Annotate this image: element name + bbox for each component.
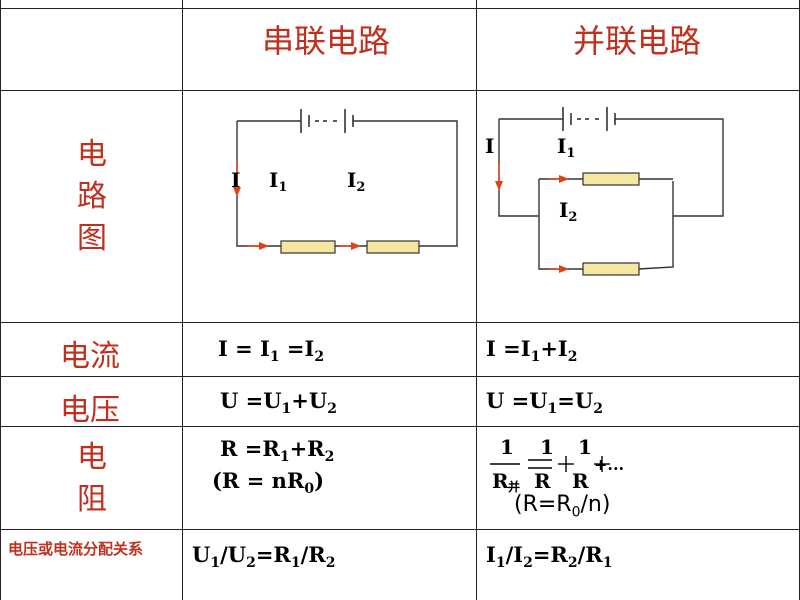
denominator-sub: 并 <box>508 479 520 494</box>
parallel-resistor-2 <box>582 262 640 276</box>
ellipsis: +... <box>594 455 624 474</box>
arrow-right-icon <box>351 242 361 250</box>
parallel-battery-icon <box>562 107 616 131</box>
series-resistor-1 <box>280 240 336 254</box>
parallel-label-I: I <box>485 134 494 158</box>
parallel-label-I2: I2 <box>559 198 577 225</box>
arrow-down-icon <box>233 187 241 197</box>
current-label: 电流 <box>60 339 120 374</box>
row-divider <box>0 529 800 530</box>
series-battery-icon <box>300 109 354 133</box>
fraction-bars <box>490 456 610 472</box>
row-divider <box>0 90 800 91</box>
numerator: 1 <box>540 435 554 459</box>
arrow-right-icon <box>559 175 569 183</box>
label-char: 电 <box>77 440 107 475</box>
column-divider <box>476 0 477 600</box>
distribution-label: 电压或电流分配关系 <box>8 540 144 558</box>
column-divider <box>182 0 183 600</box>
denominator: R <box>492 469 509 493</box>
series-distribution-formula: U1/U2=R1/R2 <box>192 542 336 572</box>
series-label-I2: I2 <box>347 168 365 195</box>
parallel-wires <box>498 118 724 270</box>
resistance-label: 电 阻 <box>70 437 114 521</box>
series-current-arrows <box>233 161 361 250</box>
series-circuit-diagram: I I1 I2 <box>231 109 458 254</box>
label-char: 阻 <box>77 482 107 517</box>
parallel-current-formula: I =I1+I2 <box>486 336 578 366</box>
arrow-right-icon <box>559 265 569 273</box>
parallel-circuit-diagram: I I1 I2 <box>485 107 724 276</box>
parallel-resistance-note: (R=R0/n) <box>514 492 611 521</box>
label-char: 路 <box>77 179 107 214</box>
numerator: 1 <box>500 435 514 459</box>
series-label-I1: I1 <box>269 168 287 195</box>
voltage-label: 电压 <box>60 393 120 428</box>
row-divider <box>0 376 800 377</box>
parallel-distribution-formula: I1/I2=R2/R1 <box>486 542 613 572</box>
parallel-circuit-header: 并联电路 <box>573 22 702 60</box>
parallel-label-I1: I1 <box>557 134 575 161</box>
denominator: R <box>534 469 551 493</box>
arrow-right-icon <box>259 242 269 250</box>
numerator: 1 <box>578 435 592 459</box>
label-char: 图 <box>77 221 107 256</box>
parallel-resistance-formula: 1 1 1 R 并 R R +... <box>490 435 624 494</box>
series-circuit-header: 串联电路 <box>262 22 391 60</box>
arrow-down-icon <box>495 181 503 191</box>
label-char: 电 <box>77 137 107 172</box>
series-resistance-formula: R =R1+R2 <box>220 436 335 466</box>
circuit-diagram-label: 电 路 图 <box>70 134 114 260</box>
series-label-I: I <box>231 168 240 192</box>
table-border-top <box>0 8 800 9</box>
parallel-voltage-formula: U =U1=U2 <box>486 388 603 418</box>
series-voltage-formula: U =U1+U2 <box>220 388 337 418</box>
series-resistance-note: (R = nR0) <box>212 468 325 498</box>
series-resistor-2 <box>366 240 420 254</box>
parallel-resistor-1 <box>582 172 640 186</box>
parallel-current-arrows <box>495 163 569 273</box>
table-border-left <box>0 0 1 600</box>
row-divider <box>0 426 800 427</box>
denominator: R <box>572 469 589 493</box>
row-divider <box>0 322 800 323</box>
series-current-formula: I = I1 =I2 <box>218 336 325 366</box>
